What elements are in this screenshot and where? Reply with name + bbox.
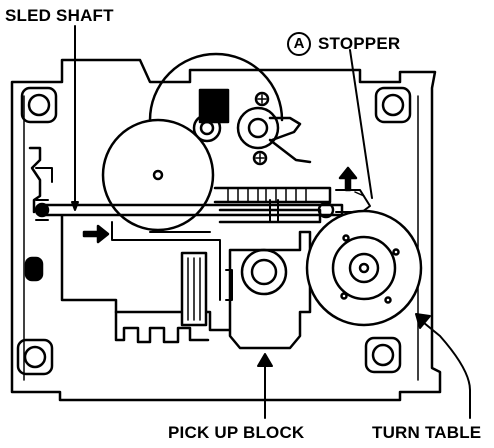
idler-gear: [192, 113, 222, 143]
leader-pick-up-block: [257, 353, 273, 419]
label-sled-shaft: SLED SHAFT: [5, 6, 114, 25]
label-turn-table: TURN TABLE: [372, 423, 482, 442]
leader-sled-shaft: [71, 25, 79, 211]
spindle-motor-rear: [148, 52, 284, 124]
sled-direction-arrow: [82, 224, 110, 244]
drive-gear: [236, 106, 280, 150]
pickup-sled: [60, 214, 232, 344]
mounting-hole-top-right: [374, 86, 412, 124]
drive-pulley: [101, 118, 215, 232]
screw-middle: [252, 150, 268, 166]
callout-a-badge: A: [287, 32, 311, 56]
sled-shaft: [34, 199, 344, 221]
turn-table: [305, 209, 423, 327]
label-pick-up-block: PICK UP BLOCK: [168, 423, 305, 442]
label-stopper: STOPPER: [318, 34, 401, 53]
left-bracket: [24, 146, 53, 282]
leader-turn-table: [415, 313, 471, 419]
mounting-hole-bottom-right: [364, 336, 402, 374]
chassis-frame: [10, 58, 442, 402]
lever-arm: [268, 116, 312, 164]
up-arrow: [338, 166, 358, 192]
leader-stopper: [349, 49, 373, 199]
pickup-block: [225, 230, 312, 350]
screw-top: [254, 91, 270, 107]
mounting-hole-top-left: [20, 86, 58, 124]
mounting-hole-bottom-left: [16, 338, 54, 376]
